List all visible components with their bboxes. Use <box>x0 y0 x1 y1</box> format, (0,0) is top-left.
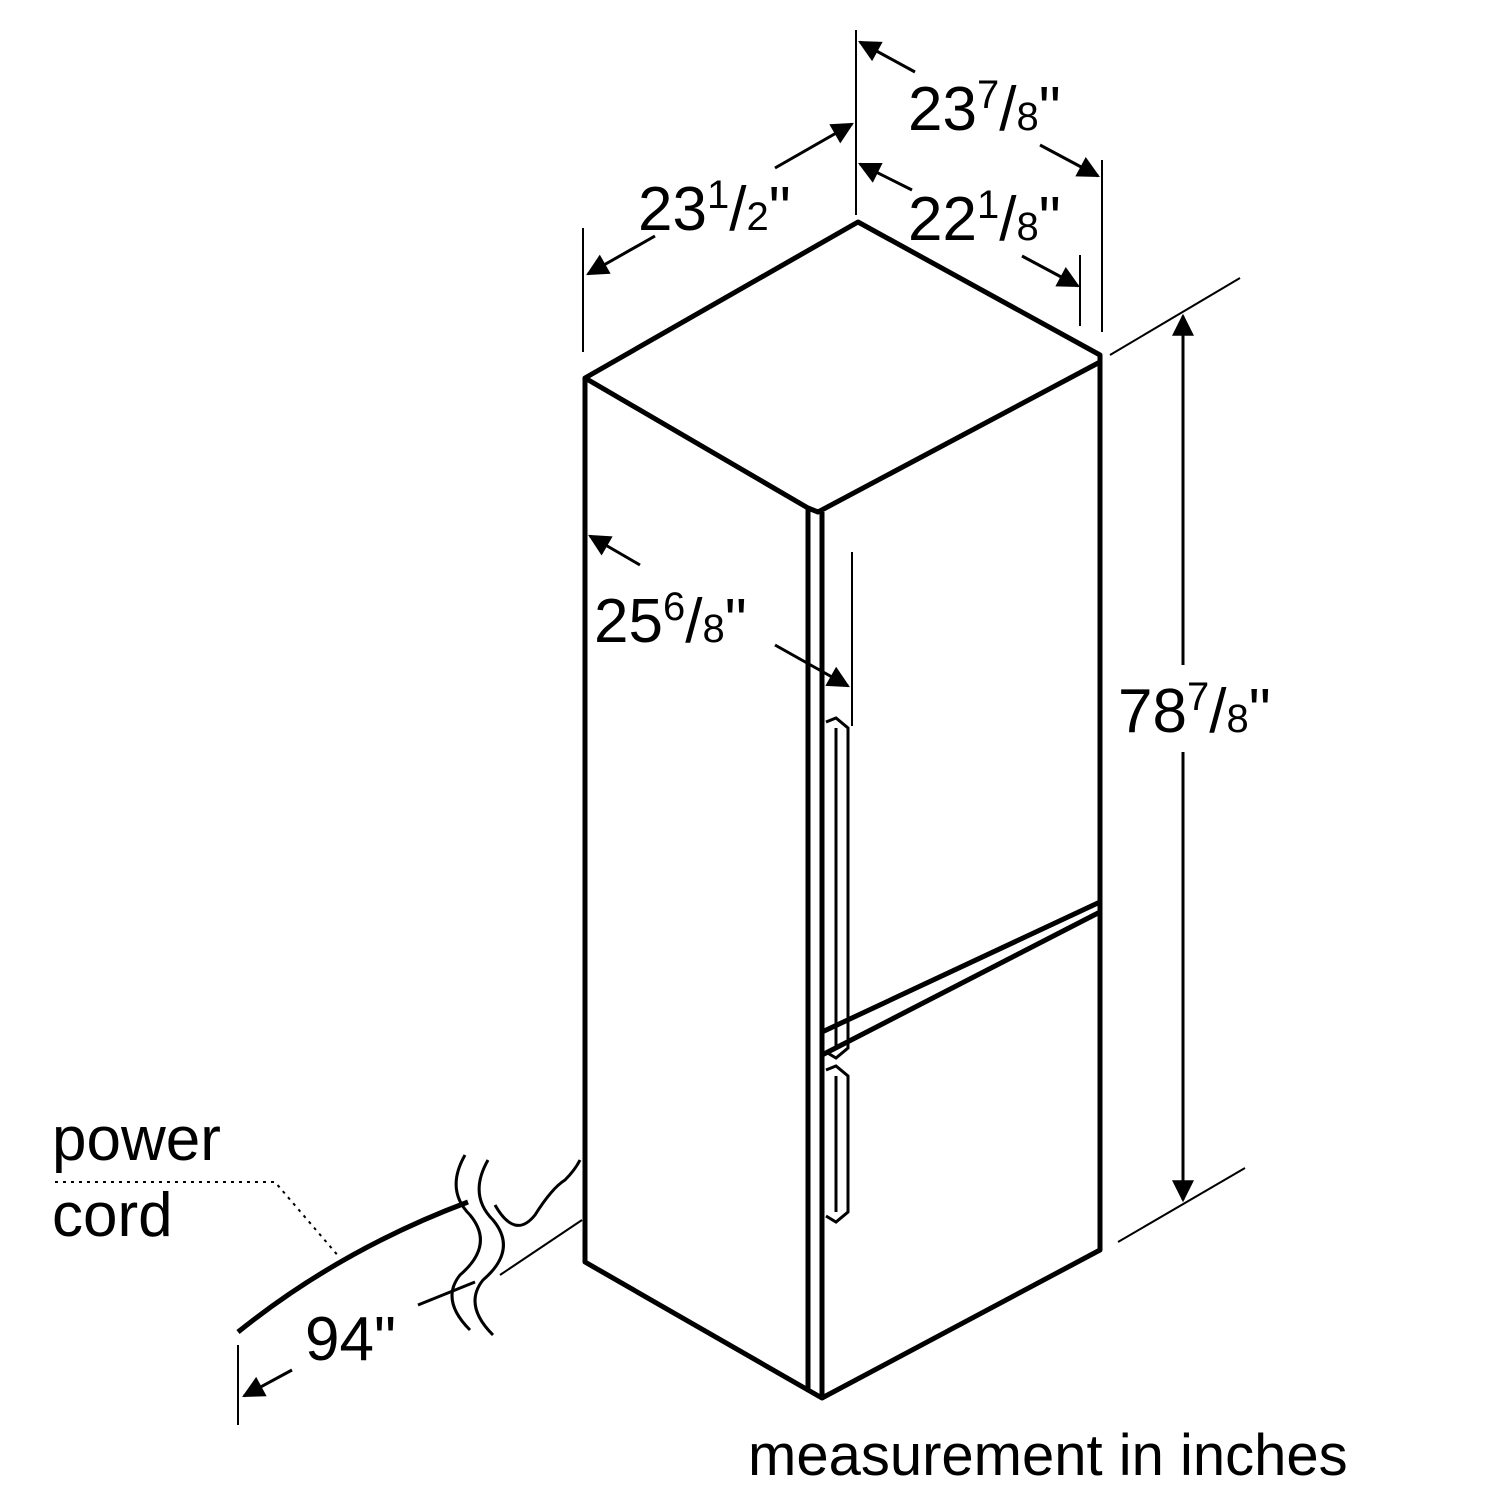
cord-leader <box>55 1181 341 1259</box>
cord-break-right <box>473 1159 505 1337</box>
refrigerator-body <box>582 219 1103 1401</box>
left-side-face <box>582 378 810 1393</box>
cord-length-label: 94" <box>305 1305 396 1374</box>
power-cord: power cord <box>52 1105 582 1337</box>
upper-door-handle <box>825 716 850 1060</box>
dimension-top-depth: 237/8" <box>858 40 1103 332</box>
dimension-door-open-depth: 256/8" <box>588 534 853 726</box>
cord-break-left <box>450 1154 482 1332</box>
dimension-body-depth: 221/8" <box>858 162 1081 326</box>
door-front-left-edge <box>805 508 825 1401</box>
lower-door-top-edge <box>820 909 1102 1058</box>
cord-wave <box>493 1159 582 1227</box>
dimension-top-width: 231/2" <box>582 30 857 352</box>
top-face <box>582 219 1103 515</box>
cord-label: cord <box>52 1181 173 1250</box>
top-width-label: 231/2" <box>638 173 791 244</box>
height-label: 787/8" <box>1118 675 1271 746</box>
upper-door-bottom-edge <box>820 899 1102 1035</box>
lower-door-handle <box>825 1064 850 1224</box>
power-label: power <box>52 1105 221 1174</box>
door-open-depth-label: 256/8" <box>594 585 747 656</box>
door-front-right-edge <box>820 362 1103 1401</box>
top-depth-label: 237/8" <box>908 73 1061 144</box>
dimension-height: 787/8" <box>1109 277 1271 1243</box>
cord-line <box>236 1199 469 1334</box>
body-depth-label: 221/8" <box>908 183 1061 254</box>
dimension-cord-length: 94" <box>237 1219 583 1425</box>
measurement-caption: measurement in inches <box>748 1423 1348 1488</box>
